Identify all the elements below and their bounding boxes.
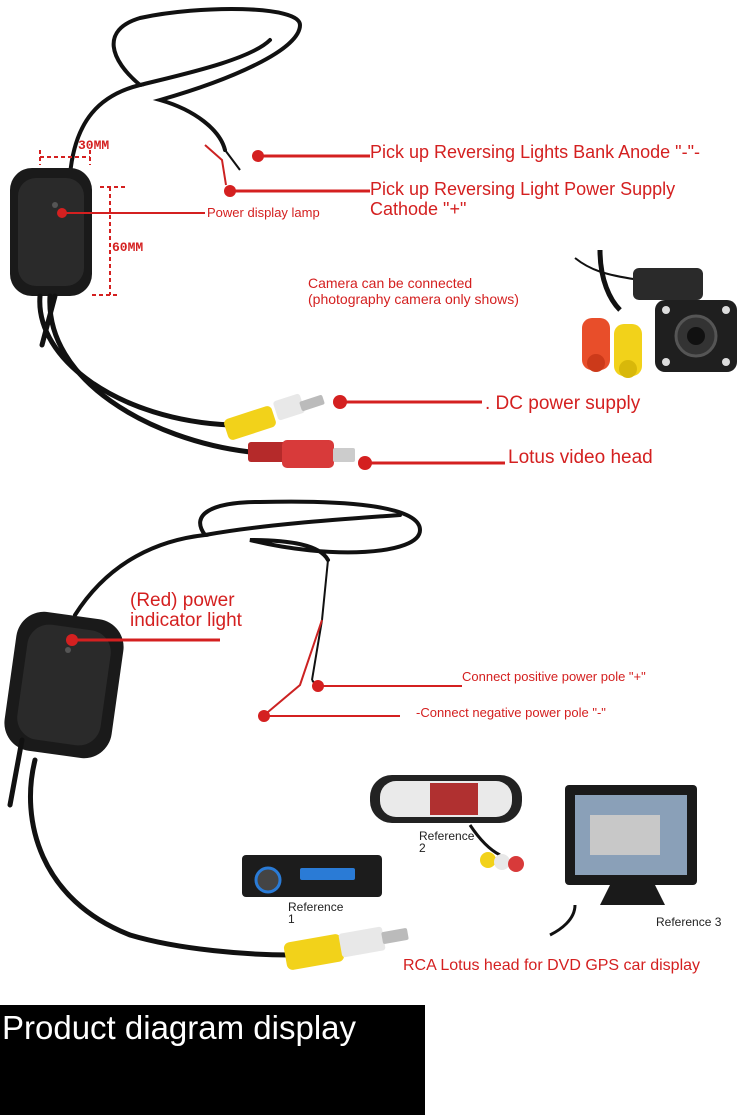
dimension-height-label: 60MM [112,240,144,255]
top-wire-pair [204,144,241,186]
lotus-video-label: Lotus video head [508,447,653,468]
footer-title: Product diagram display [2,1009,357,1046]
car-radio-image [242,855,382,897]
receiver-box [4,611,124,759]
footer-banner: Product diagram display [0,1005,425,1115]
top-yellow-rca-plug [224,393,325,440]
dc-power-label: . DC power supply [485,393,641,414]
bottom-pointers [66,634,462,722]
positive-pole-label: Connect positive power pole "+" [462,669,646,684]
reference-1-label-line1: Reference [288,900,344,914]
cathode-label-line1: Pick up Reversing Light Power Supply [370,179,676,199]
power-indicator-label-line1: (Red) power [130,590,235,611]
transmitter-box [10,168,92,296]
camera-image [574,249,737,378]
top-output-cables [37,293,253,455]
camera-label-line1: Camera can be connected [308,275,473,291]
bottom-output-cables [7,737,293,958]
top-red-dc-plug [248,440,355,468]
reference-3-label: Reference 3 [656,915,722,929]
power-indicator-label-line2: indicator light [130,610,242,631]
cathode-label-line2: Cathode "+" [370,199,467,219]
anode-label: Pick up Reversing Lights Bank Anode "-"- [370,142,700,162]
bottom-yellow-rca-plug [283,926,409,970]
reference-2-label-line1: Reference [419,829,475,843]
stand-monitor-image [549,785,697,937]
negative-pole-label: -Connect negative power pole "-" [416,705,606,720]
bottom-cable-loop [73,499,423,617]
top-pointers [57,150,505,470]
camera-label-line2: (photography camera only shows) [308,291,519,307]
dimension-markers [39,150,125,296]
reference-1-label-line2: 1 [288,912,295,926]
reference-2-label-line2: 2 [419,841,426,855]
top-cable-loop [68,7,303,177]
rca-lotus-label: RCA Lotus head for DVD GPS car display [403,957,701,974]
power-lamp-label: Power display lamp [207,205,320,220]
mirror-monitor-image [370,775,524,872]
dimension-width-label: 30MM [78,138,110,153]
